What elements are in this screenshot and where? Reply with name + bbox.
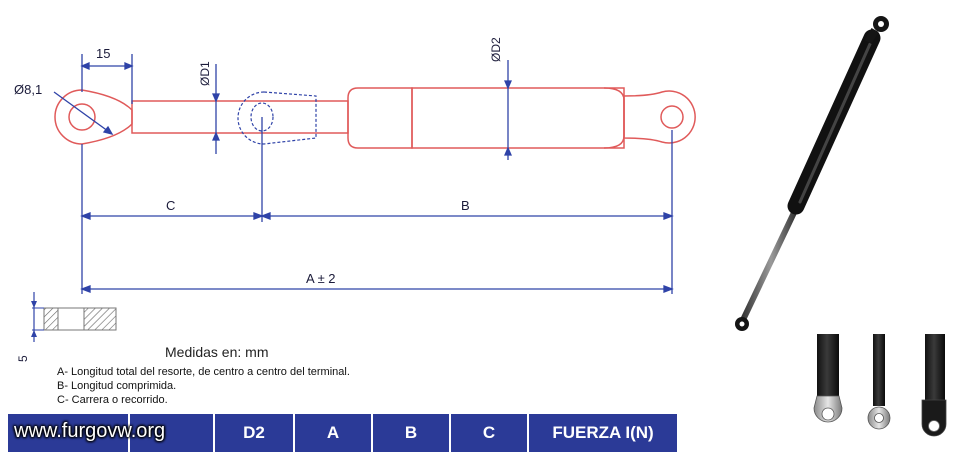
- dim-c-label: C: [166, 198, 175, 213]
- table-header-a: A: [295, 414, 373, 452]
- table-header-2: [130, 414, 215, 452]
- left-eye-hole: [68, 103, 96, 131]
- table-header-d2: D2: [215, 414, 295, 452]
- table-header-c: C: [451, 414, 529, 452]
- extended-end-dashed: [237, 91, 317, 145]
- right-eye-end: [623, 90, 696, 144]
- end-fittings-photos: [813, 334, 947, 437]
- table-header-fuerza: FUERZA I(N): [529, 414, 679, 452]
- dim-d2-label: ØD2: [489, 37, 503, 62]
- dim-b-label: B: [461, 198, 470, 213]
- watermark: www.furgovw.org: [14, 420, 166, 442]
- section-detail: [31, 292, 117, 342]
- dim-d81-label: Ø8,1: [14, 82, 42, 97]
- left-eye-end: [54, 89, 133, 145]
- dim-5-label: 5: [16, 355, 30, 362]
- gas-spring-photo: [735, 16, 889, 331]
- dim-a-label: A ± 2: [306, 271, 336, 286]
- right-eye-hole: [660, 105, 684, 129]
- cylinder-body: [411, 87, 625, 149]
- dim-15-label: 15: [96, 46, 110, 61]
- dimension-lines: [53, 54, 674, 294]
- gas-spring-outline: [54, 87, 696, 149]
- spec-table-header: D2 A B C FUERZA I(N): [8, 414, 679, 452]
- table-header-1: [8, 414, 130, 452]
- dim-d1-label: ØD1: [198, 61, 212, 86]
- cylinder-cap-right: [603, 87, 625, 149]
- cylinder-cap-left: [347, 87, 413, 149]
- table-header-b: B: [373, 414, 451, 452]
